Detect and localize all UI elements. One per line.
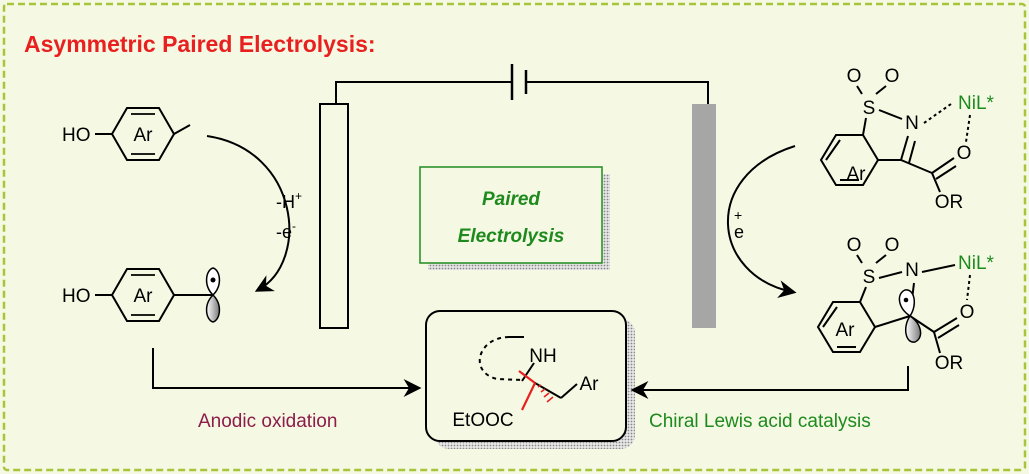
e-minus-sup: - xyxy=(292,219,296,233)
n-label-a: N xyxy=(905,113,919,134)
circuit xyxy=(335,64,709,104)
minus-h-label: -H xyxy=(276,192,295,212)
lewis-path-arrow xyxy=(630,366,909,399)
paired-electrolysis-box xyxy=(419,166,603,264)
cathode-electrode xyxy=(692,104,716,328)
anodic-oxidation-label: Anodic oxidation xyxy=(198,411,337,432)
ho-label-bottom: HO xyxy=(62,286,91,307)
anodic-path-arrow xyxy=(152,348,422,397)
ar-label-b: Ar xyxy=(836,320,856,341)
lewis-acid-label: Chiral Lewis acid catalysis xyxy=(649,411,871,432)
o-label-b1: O xyxy=(847,235,862,256)
s-label-a: S xyxy=(863,98,876,119)
minus-e-label: -e xyxy=(276,222,292,242)
cathodic-curved-arrow xyxy=(727,145,797,299)
phenol-radical-cation: HO Ar xyxy=(62,267,221,323)
nh-label: NH xyxy=(529,346,556,367)
o-label-b3: O xyxy=(960,302,975,323)
etooc-label: EtOOC xyxy=(452,410,513,431)
scheme-title: Asymmetric Paired Electrolysis: xyxy=(24,31,376,57)
o-label-b2: O xyxy=(885,235,900,256)
o-label-a3: O xyxy=(957,143,972,164)
ni-complex-bottom: O O S N NiL* O Ar OR xyxy=(816,235,995,374)
or-label-a: OR xyxy=(935,192,964,213)
ni-complex-top: O O S N NiL* O Ar OR xyxy=(819,66,995,213)
ar-label-a: Ar xyxy=(847,164,867,185)
paired-label: Paired xyxy=(482,189,540,210)
svg-text:-e-: -e- xyxy=(276,219,296,242)
o-label-a2: O xyxy=(885,66,900,87)
svg-text:-H+: -H+ xyxy=(276,189,302,212)
e-plus-label: e xyxy=(734,222,744,242)
ar-label-product: Ar xyxy=(580,374,600,395)
or-label-b: OR xyxy=(935,353,964,374)
anode-electrode xyxy=(319,103,349,329)
ar-label-top: Ar xyxy=(134,125,154,146)
phenol-substrate: HO Ar xyxy=(62,107,191,161)
ar-label-bottom: Ar xyxy=(134,286,154,307)
h-plus-sup: + xyxy=(295,189,302,203)
e-plus-sup: + xyxy=(734,207,742,223)
nil-label-b: NiL* xyxy=(958,253,995,274)
product-structure: NH Ar EtOOC xyxy=(452,336,600,431)
n-label-b: N xyxy=(905,260,919,281)
ho-label-top: HO xyxy=(62,125,91,146)
nil-label-a: NiL* xyxy=(958,93,995,114)
svg-text:e+: e+ xyxy=(734,207,744,242)
electrolysis-label: Electrolysis xyxy=(458,226,565,247)
s-label-b: S xyxy=(863,267,876,288)
o-label-a1: O xyxy=(847,66,862,87)
anodic-curved-arrow xyxy=(206,135,291,292)
